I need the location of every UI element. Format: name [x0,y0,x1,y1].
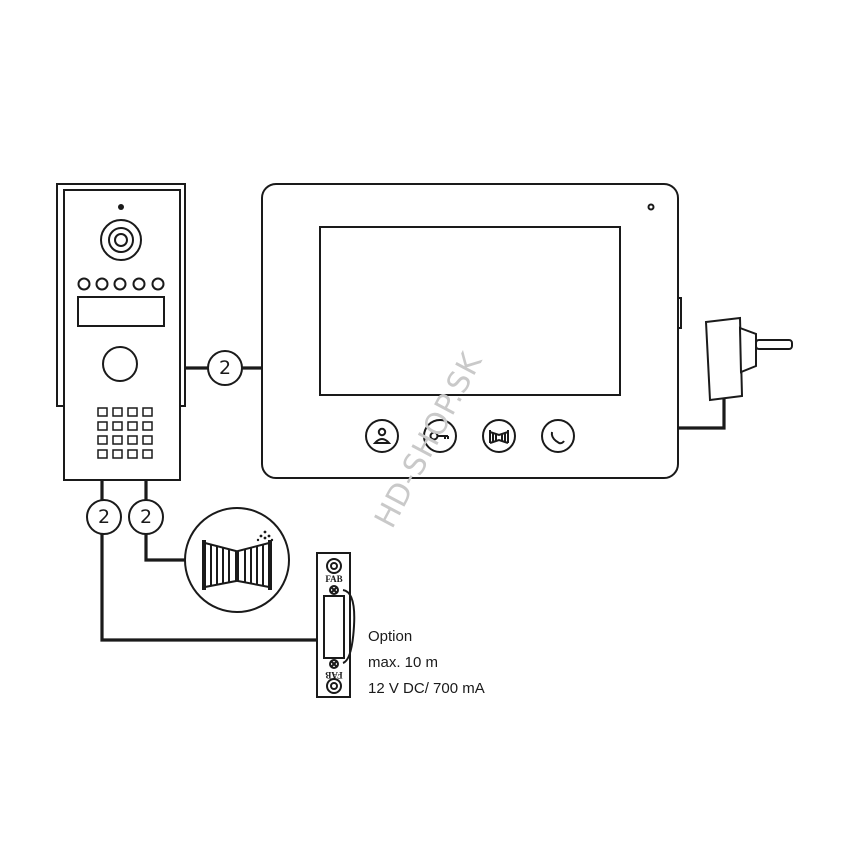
keypad-key [142,407,153,417]
keypad-key [142,435,153,445]
monitor-body [261,183,679,479]
name-plate [77,296,165,327]
keypad-key [97,449,108,459]
electric-lock: FAB FAB [316,552,356,698]
camera-icon [100,219,142,261]
unlock-button [423,419,457,453]
monitor-side-port [677,297,682,329]
lock-note-option: Option [368,628,412,645]
keypad-key [112,435,123,445]
call-button [102,346,138,382]
microphone-icon [118,204,124,210]
lock-screw-bottom [326,678,342,694]
keypad-key [127,435,138,445]
keypad-key [112,449,123,459]
gate-signal-icon [256,530,274,542]
cable-marker-doorstation-monitor: 2 [207,350,243,386]
keypad-key [97,421,108,431]
cable-label: 2 [140,506,152,528]
lock-note-distance: max. 10 m [368,654,438,671]
lock-latch-opening [323,595,345,659]
power-adapter-body [704,316,744,402]
keypad-key [97,407,108,417]
door-station [56,183,186,481]
cable-label: 2 [98,506,110,528]
wire-monitor-power-adapter [677,398,726,430]
lock-specifications: Option max. 10 m 12 V DC/ 700 mA [368,628,485,697]
intercom-button [365,419,399,453]
keypad-key [142,449,153,459]
cable-marker-lock: 2 [86,499,122,535]
lock-screw-top [326,558,342,574]
indoor-monitor [261,183,682,479]
handset-icon [550,431,565,445]
lock-latch [342,589,356,664]
keypad-key [112,407,123,417]
lock-note-power: 12 V DC/ 700 mA [368,680,485,697]
led-indicator-row [77,277,165,291]
lock-brand-label: FAB [325,574,342,584]
gate-icon [489,430,509,444]
monitor-screen [319,226,621,396]
key-icon [429,431,449,441]
keypad-key [127,407,138,417]
lock-cross-mark [329,659,339,669]
door-station-body [63,189,181,481]
gate-icon [202,540,272,590]
gate-open-button [482,419,516,453]
keypad-key [97,435,108,445]
keypad-key [142,421,153,431]
cable-label: 2 [219,357,231,379]
intercom-icon [372,427,392,444]
keypad-key [127,421,138,431]
keypad-key [112,421,123,431]
gate-opener [184,507,290,613]
power-adapter [704,316,793,402]
keypad [97,407,153,459]
keypad-key [127,449,138,459]
lock-brand-label-inverted: FAB [325,670,342,680]
monitor-indicator-light [647,203,655,211]
lock-cross-mark [329,585,339,595]
hangup-button [541,419,575,453]
power-adapter-pin [755,339,793,350]
power-adapter-plug-base [738,326,757,374]
cable-marker-gate: 2 [128,499,164,535]
